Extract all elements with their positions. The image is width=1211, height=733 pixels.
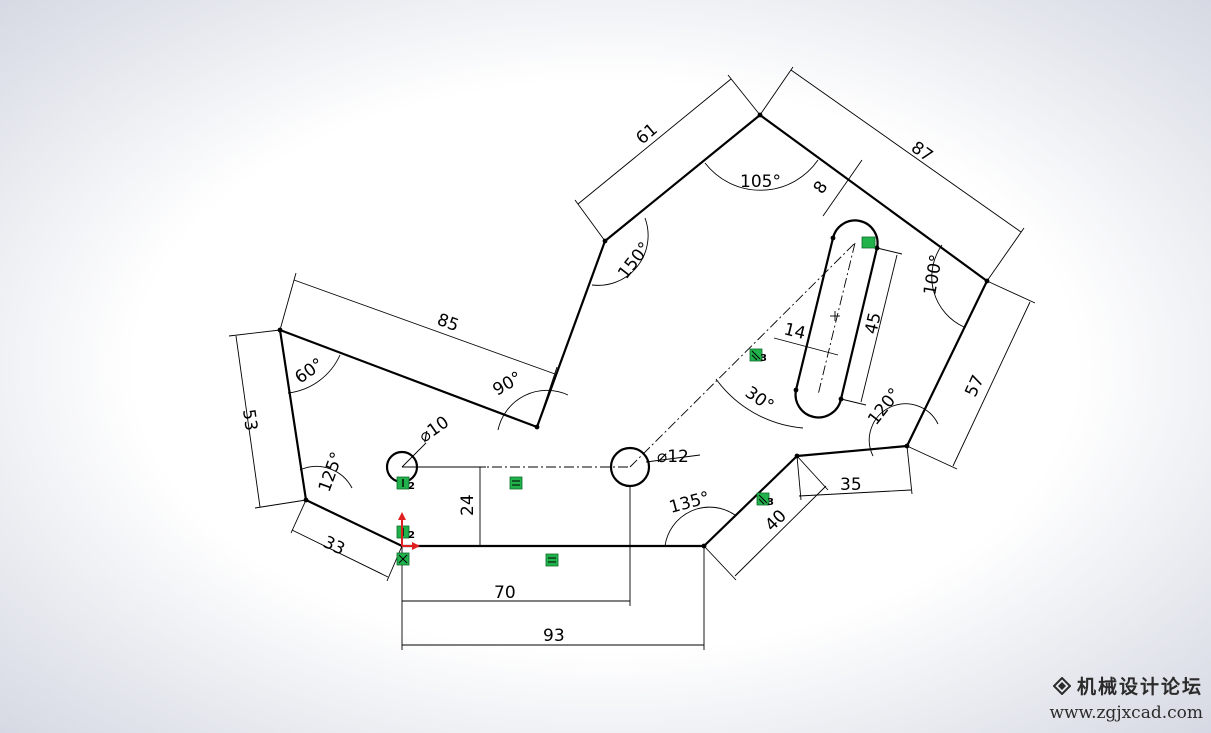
svg-text:14: 14 bbox=[782, 319, 808, 344]
vertical-relation-icon[interactable]: 2 bbox=[396, 476, 415, 492]
dimension-24[interactable]: 24 bbox=[402, 466, 486, 546]
dimension-61[interactable]: 61 bbox=[574, 74, 761, 242]
svg-text:3: 3 bbox=[760, 353, 767, 364]
angle-30[interactable]: 30° bbox=[715, 378, 804, 429]
coincident-relation-icon[interactable] bbox=[396, 552, 410, 566]
logo-icon bbox=[1052, 677, 1071, 695]
parallel-relation-icon[interactable]: 3 bbox=[749, 348, 767, 364]
equal-relation-icon[interactable] bbox=[545, 553, 559, 567]
svg-text:35: 35 bbox=[840, 475, 862, 495]
svg-text:70: 70 bbox=[494, 583, 516, 603]
angle-100[interactable]: 100° bbox=[920, 244, 965, 328]
diameter-12-callout[interactable]: ⌀12 bbox=[645, 447, 701, 467]
slot[interactable] bbox=[794, 219, 879, 419]
svg-text:⌀12: ⌀12 bbox=[657, 447, 689, 467]
diameter-10-callout[interactable]: ⌀10 bbox=[401, 412, 453, 468]
dimension-85[interactable]: 85 bbox=[279, 272, 558, 428]
angle-60[interactable]: 60° bbox=[287, 354, 341, 394]
slot-centerline[interactable] bbox=[817, 242, 856, 396]
dimension-87[interactable]: 87 bbox=[759, 66, 1025, 282]
svg-text:90°: 90° bbox=[490, 368, 526, 400]
dimension-53[interactable]: 53 bbox=[228, 329, 307, 509]
svg-text:3: 3 bbox=[767, 497, 774, 508]
vertical-relation-icon[interactable]: 2 bbox=[396, 525, 415, 541]
angle-105[interactable]: 105° bbox=[704, 159, 819, 192]
svg-text:45: 45 bbox=[861, 311, 885, 337]
angle-135[interactable]: 135° bbox=[664, 488, 736, 547]
svg-text:105°: 105° bbox=[740, 172, 781, 192]
angle-120[interactable]: 120° bbox=[864, 384, 939, 457]
svg-text:150°: 150° bbox=[614, 238, 655, 283]
midpoint-icon[interactable] bbox=[861, 236, 876, 249]
dimension-57[interactable]: 57 bbox=[906, 280, 1036, 470]
watermark-title-text: 机械设计论坛 bbox=[1076, 676, 1203, 698]
watermark-title: 机械设计论坛 bbox=[1049, 672, 1203, 699]
svg-text:61: 61 bbox=[632, 120, 661, 149]
svg-text:24: 24 bbox=[458, 494, 478, 516]
svg-text:8: 8 bbox=[810, 178, 833, 198]
svg-text:120°: 120° bbox=[864, 384, 905, 429]
svg-text:135°: 135° bbox=[667, 488, 712, 518]
dimension-45[interactable]: 45 bbox=[840, 247, 903, 406]
svg-text:125°: 125° bbox=[315, 449, 348, 494]
svg-text:2: 2 bbox=[408, 530, 415, 541]
parallel-relation-icon[interactable]: 3 bbox=[756, 492, 774, 508]
dimension-8[interactable]: 8 bbox=[810, 159, 863, 217]
svg-text:40: 40 bbox=[761, 506, 790, 535]
angle-125[interactable]: 125° bbox=[299, 449, 353, 495]
dimension-40[interactable]: 40 bbox=[703, 455, 829, 581]
svg-text:53: 53 bbox=[238, 408, 261, 432]
dimension-33[interactable]: 33 bbox=[290, 499, 403, 582]
svg-text:100°: 100° bbox=[920, 253, 947, 297]
svg-text:87: 87 bbox=[907, 138, 936, 167]
svg-text:57: 57 bbox=[961, 372, 988, 400]
dimension-93[interactable]: 93 bbox=[401, 546, 705, 650]
dimension-35[interactable]: 35 bbox=[796, 445, 913, 501]
svg-text:2: 2 bbox=[408, 481, 415, 492]
origin-axes-icon bbox=[398, 512, 420, 550]
forum-watermark: 机械设计论坛 www.zgjxcad.com bbox=[1049, 672, 1203, 723]
svg-text:30°: 30° bbox=[741, 383, 777, 417]
svg-text:⌀10: ⌀10 bbox=[415, 412, 453, 447]
svg-text:93: 93 bbox=[543, 626, 565, 646]
equal-relation-icon[interactable] bbox=[509, 476, 523, 490]
svg-text:60°: 60° bbox=[291, 354, 327, 388]
construction-line-diagonal[interactable] bbox=[629, 242, 856, 468]
watermark-url: www.zgjxcad.com bbox=[1049, 703, 1203, 723]
